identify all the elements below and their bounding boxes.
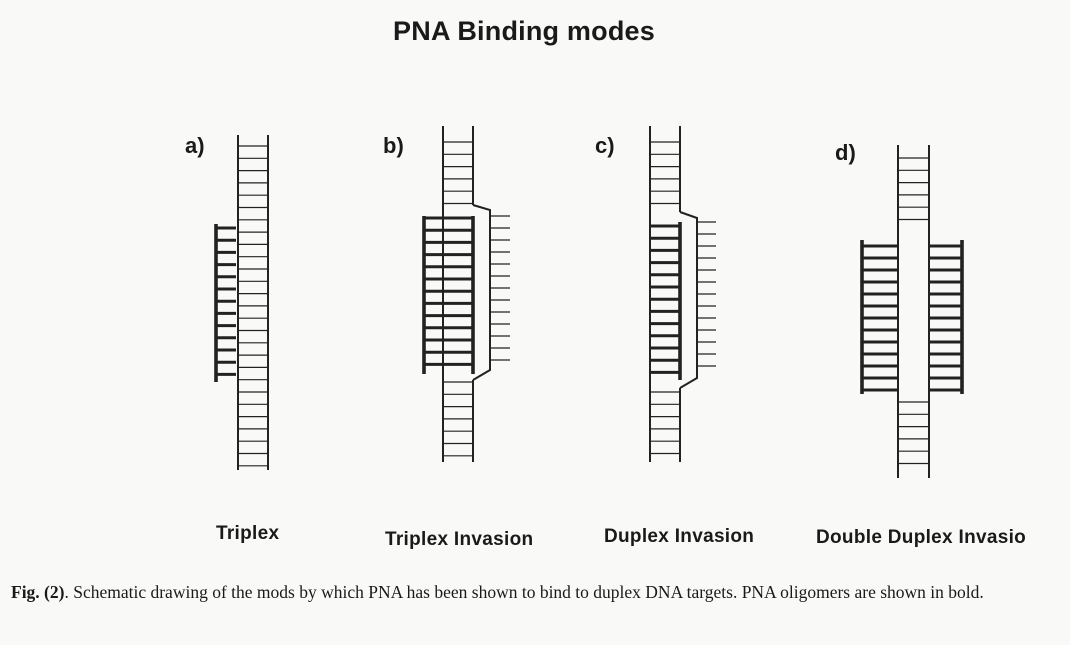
mode-label-double-duplex-invasion: Double Duplex Invasio (816, 527, 1027, 548)
mode-label-triplex: Triplex (216, 523, 280, 544)
caption-figure-ref: Fig. (2) (11, 582, 65, 602)
figure-title: PNA Binding modes (393, 16, 655, 46)
panel-a-letter: a) (185, 133, 205, 158)
panel-d-letter: d) (835, 140, 856, 165)
mode-label-triplex-invasion: Triplex Invasion (385, 529, 534, 550)
panel-c-letter: c) (595, 133, 615, 158)
panel-b-letter: b) (383, 133, 404, 158)
caption-text: . Schematic drawing of the mods by which… (64, 582, 984, 602)
dna-displaced-strand (679, 211, 698, 389)
figure-caption: Fig. (2). Schematic drawing of the mods … (11, 580, 1059, 604)
mode-label-duplex-invasion: Duplex Invasion (604, 526, 755, 547)
dna-displaced-strand (472, 204, 491, 381)
